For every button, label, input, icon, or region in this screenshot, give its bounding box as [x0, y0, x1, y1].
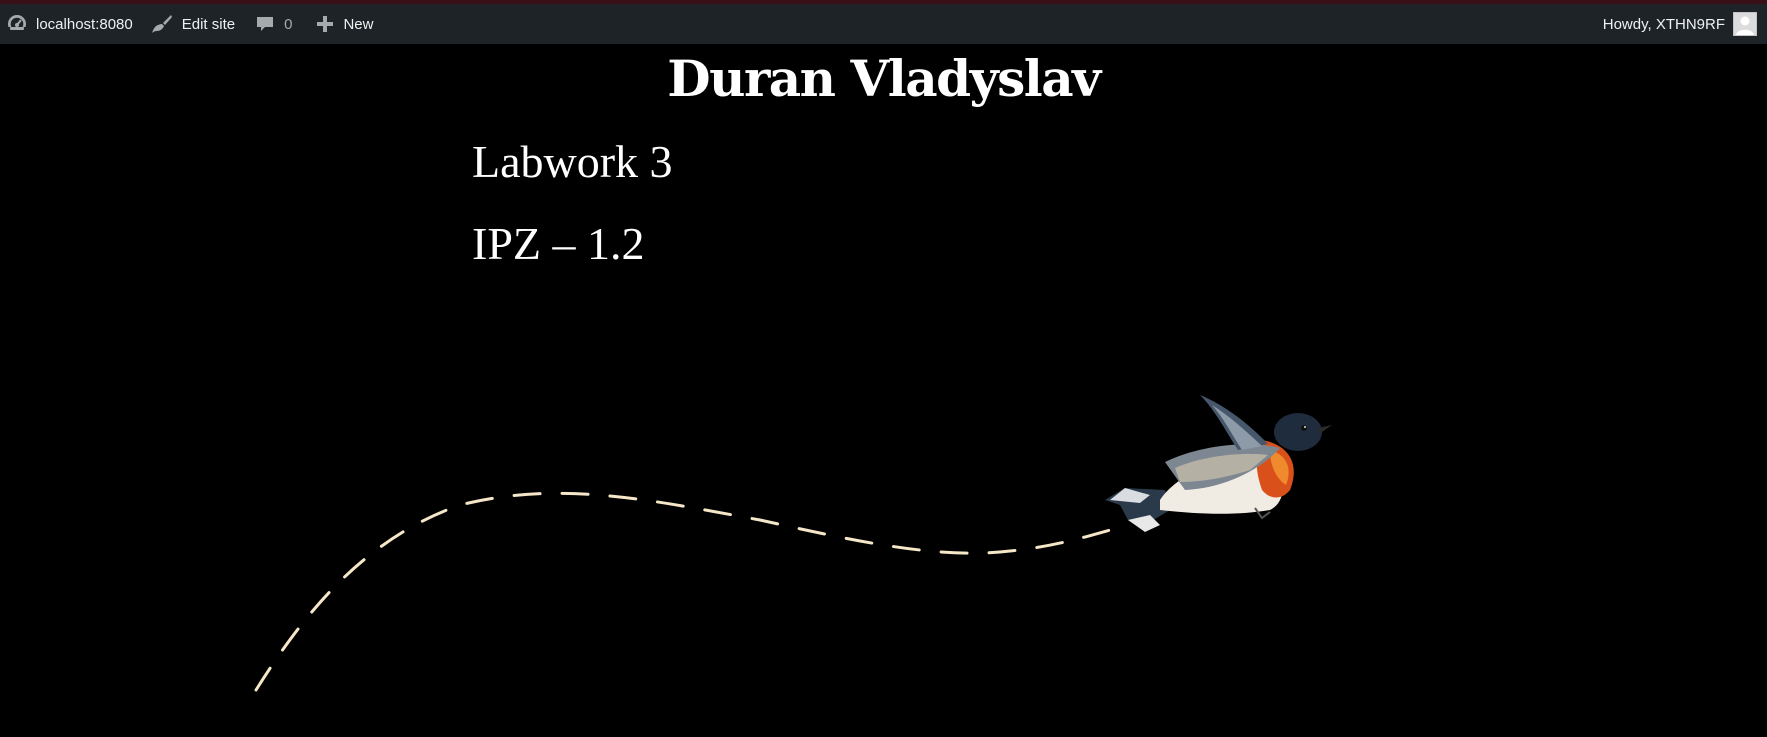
site-title[interactable]: Duran Vladyslav	[667, 49, 1101, 108]
comments-button[interactable]: 0	[255, 4, 316, 44]
bird-illustration-icon	[1105, 395, 1332, 532]
content-paragraph-2: IPZ – 1.2	[472, 218, 645, 269]
site-label: localhost:8080	[36, 15, 133, 33]
my-account-menu[interactable]: Howdy, XTHN9RF	[1603, 4, 1767, 44]
site-menu-item[interactable]: localhost:8080	[0, 4, 151, 44]
new-label: New	[343, 15, 374, 33]
paintbrush-icon	[151, 14, 173, 34]
content-paragraph-1: Labwork 3	[472, 136, 673, 187]
edit-site-label: Edit site	[181, 15, 236, 33]
dashboard-gauge-icon	[7, 14, 27, 34]
edit-site-button[interactable]: Edit site	[151, 4, 255, 44]
admin-toolbar: localhost:8080 Edit site 0 New Howd	[0, 4, 1767, 44]
plus-icon	[316, 15, 334, 33]
howdy-label: Howdy, XTHN9RF	[1602, 15, 1725, 33]
new-content-button[interactable]: New	[316, 4, 373, 44]
flight-path-dashes	[254, 491, 1112, 692]
comments-count: 0	[284, 15, 293, 33]
user-avatar-icon	[1733, 12, 1757, 36]
top-accent-line	[0, 0, 1767, 4]
speech-bubble-icon	[255, 14, 275, 34]
